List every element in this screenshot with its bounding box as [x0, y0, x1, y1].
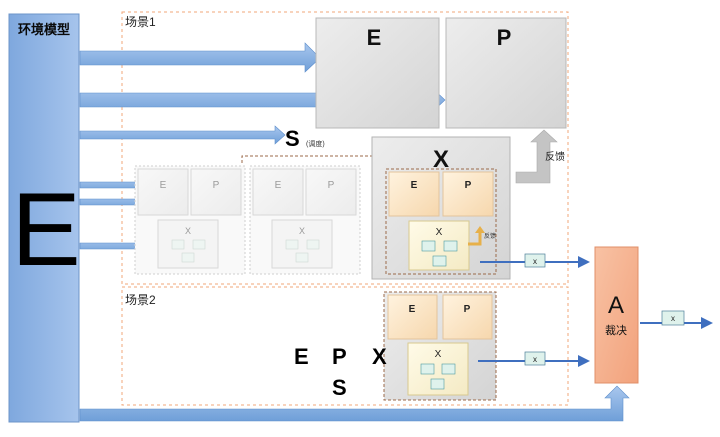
faded-executor-1-e: [137, 168, 189, 216]
scene2-output-token-letter: x: [533, 355, 537, 364]
scene2-label: 场景2: [125, 293, 156, 307]
top-e-letter: E: [367, 25, 382, 50]
scene2-executor-e: [387, 294, 438, 340]
scene2-executor-x-cell2: [441, 363, 456, 375]
scene2-executor-x-letter: X: [435, 349, 442, 360]
inner-feedback-arrow: [468, 232, 482, 246]
main-executor-dashed: [385, 168, 497, 275]
scene2-executor-x-cell3: [430, 378, 445, 390]
main-executor-p-letter: P: [465, 180, 472, 191]
faded-executor-2-x-cell1: [285, 239, 299, 250]
scene2-executor-p: [442, 294, 493, 340]
faded-executor-2-e: [252, 168, 304, 216]
scene1-output-token-letter: x: [533, 257, 537, 266]
scene2-executor-x-cell1: [420, 363, 435, 375]
main-executor-e-letter: E: [411, 180, 418, 191]
inner-feedback-label: 反馈: [484, 232, 496, 240]
environment-model-bar: [8, 13, 80, 423]
env-arrow-3: [79, 125, 286, 145]
schedule-note: (调度): [306, 139, 325, 148]
faded-executor-1-p-letter: P: [213, 180, 220, 191]
environment-big-e: E: [11, 172, 80, 288]
arbiter-letter: A: [608, 292, 624, 319]
faded-executor-2-p: [305, 168, 357, 216]
schedule-bracket: [241, 155, 401, 163]
faded-executor-2-p-letter: P: [328, 180, 335, 191]
env-bottom-arrow: [79, 385, 630, 422]
scene2-output-token: [524, 351, 546, 366]
scene2-letter-s: S: [332, 375, 347, 400]
scene1-frame: [121, 11, 569, 285]
faded-executor-1-x-letter: X: [185, 226, 191, 236]
main-executor-p: [442, 171, 494, 217]
scene2-letter-x: X: [372, 344, 387, 369]
scene2-executor-e-letter: E: [409, 304, 416, 315]
top-e-box: [315, 17, 440, 129]
arbiter-output-token-letter: x: [671, 314, 675, 323]
top-p-letter: P: [497, 25, 512, 50]
faded-executor-1-x-cell1: [171, 239, 185, 250]
feedback-arrow: [515, 129, 558, 184]
scene1-output-arrowhead: [578, 256, 590, 268]
scene1-output-token: [524, 253, 546, 268]
env-arrow-1: [79, 42, 321, 73]
schedule-letter: S: [285, 126, 300, 151]
environment-model-label: 环境模型: [18, 22, 70, 37]
scene2-frame: [121, 286, 569, 406]
main-executor-x-cell1: [421, 240, 436, 252]
scene2-letter-e: E: [294, 344, 309, 369]
scene2-output-arrowhead: [578, 355, 590, 367]
arbiter-output-arrowhead: [701, 317, 713, 329]
scene1-label: 场景1: [125, 15, 156, 29]
scene2-executor-p-letter: P: [464, 304, 471, 315]
main-executor-letter: X: [433, 146, 449, 173]
arbiter-box: [594, 246, 639, 384]
faded-executor-1-x-cell3: [181, 252, 195, 263]
faded-executor-1-e-letter: E: [160, 180, 167, 191]
main-executor-x-cell3: [432, 255, 447, 267]
scene2-letter-p: P: [332, 344, 347, 369]
arbiter-label: 裁决: [605, 324, 627, 337]
top-p-box: [445, 17, 567, 129]
faded-executor-1-x: [157, 219, 219, 269]
main-executor-x-cell2: [443, 240, 458, 252]
faded-executor-2-x-letter: X: [299, 226, 305, 236]
inner-feedback-arrowhead: [475, 226, 485, 233]
feedback-label: 反馈: [545, 150, 565, 163]
faded-executor-2-x-cell2: [306, 239, 320, 250]
arbiter-output-token: [661, 310, 685, 326]
faded-executor-1-x-cell2: [192, 239, 206, 250]
faded-executor-1-p: [190, 168, 242, 216]
faded-executor-2-e-letter: E: [275, 180, 282, 191]
faded-executor-2-x-cell3: [295, 252, 309, 263]
main-executor-e: [388, 171, 440, 217]
main-executor-x-letter: X: [436, 227, 443, 238]
